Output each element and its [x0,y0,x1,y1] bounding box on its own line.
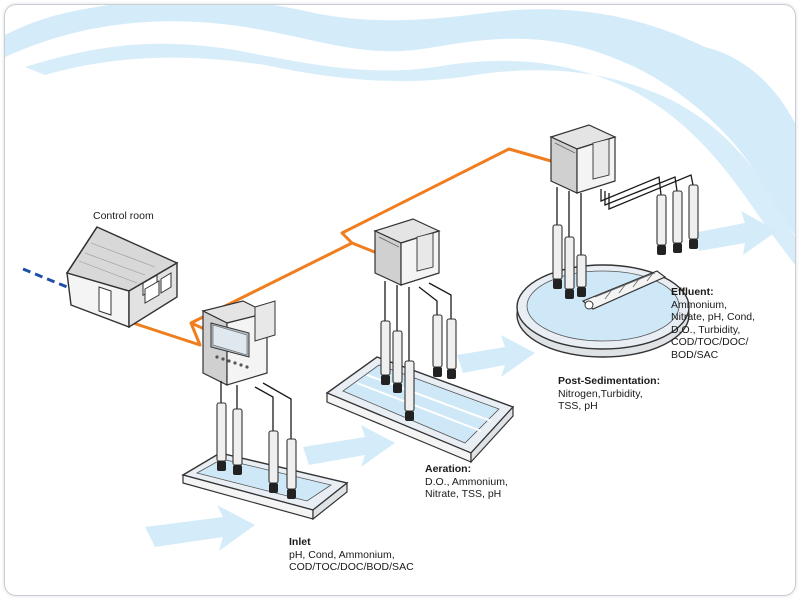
signal-line-aeration [351,241,378,255]
effluent-title: Effluent: [671,286,714,298]
wastewater-monitoring-diagram [5,5,795,551]
aeration-probes [380,314,457,421]
post-sedimentation-title: Post-Sedimentation: [558,375,661,387]
effluent-probes [656,184,699,255]
inlet-basin [181,452,349,521]
control-room-building [65,226,179,329]
aeration-parameters: D.O., Ammonium, Nitrate, TSS, pH [425,475,508,501]
sedimentation-tank [516,264,690,358]
flow-arrow-inlet-aeration [303,425,395,467]
river [5,5,795,235]
inlet-probes [216,402,297,499]
control-room-label: Control room [93,210,154,222]
effluent-transmitter [549,124,617,194]
diagram-frame: Control room Inlet pH, Cond, Ammonium, C… [4,4,796,596]
flow-arrows [145,211,777,551]
data-link-line [22,267,68,289]
aeration-label: Aeration: D.O., Ammonium, Nitrate, TSS, … [425,463,508,501]
signal-lines [132,147,552,347]
inlet-parameters: pH, Cond, Ammonium, COD/TOC/DOC/BOD/SAC [289,548,414,574]
post-sedimentation-parameters: Nitrogen,Turbidity, TSS, pH [558,387,643,413]
signal-line-main [132,147,552,347]
flow-arrow-effluent [693,211,777,255]
effluent-label: Effluent: Ammonium, Nitrate, pH, Cond, D… [671,286,755,361]
post-sedimentation-label: Post-Sedimentation: Nitrogen,Turbidity, … [558,375,660,413]
inlet-title: Inlet [289,536,311,548]
effluent-parameters: Ammonium, Nitrate, pH, Cond, D.O., Turbi… [671,298,756,361]
flow-arrow-aeration-post [457,335,535,377]
aeration-transmitter [373,218,441,286]
flow-arrow-inlet [145,505,255,551]
inlet-transmitter [201,300,276,386]
aeration-title: Aeration: [425,463,472,475]
sensor-cables [220,174,694,439]
post-sedimentation-probes [552,224,587,299]
inlet-label: Inlet pH, Cond, Ammonium, COD/TOC/DOC/BO… [289,536,414,574]
probes [216,184,699,499]
